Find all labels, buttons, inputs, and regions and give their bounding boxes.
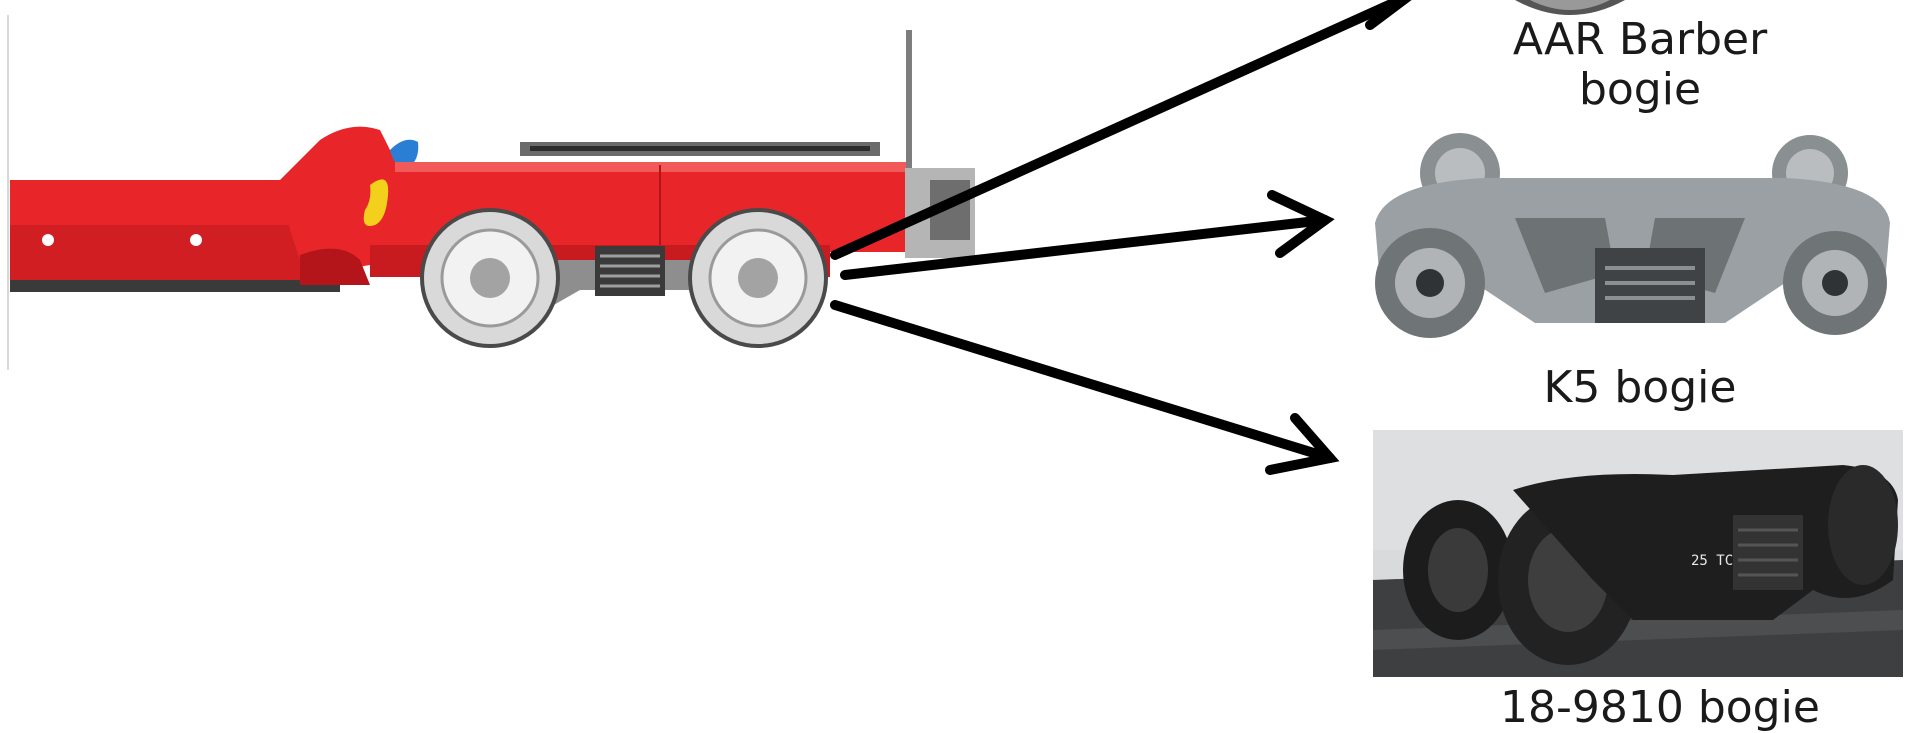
caption-k5-bogie: K5 bogie [1520, 363, 1760, 413]
bogie-18-9810-photo: 25 TC [1373, 430, 1903, 677]
bogie-plate-text: 25 TC [1691, 553, 1733, 569]
caption-aar-bogie: AAR Barber bogie [1480, 15, 1800, 115]
k5-bogie-photo [1365, 133, 1895, 363]
arrow-to-k5 [845, 220, 1325, 275]
bogie-spring [1733, 515, 1803, 590]
wheel [1828, 465, 1898, 585]
bogie-spring [1595, 248, 1705, 323]
arrow-to-18 [835, 305, 1330, 458]
caption-18-9810-bogie: 18-9810 bogie [1500, 683, 1800, 733]
